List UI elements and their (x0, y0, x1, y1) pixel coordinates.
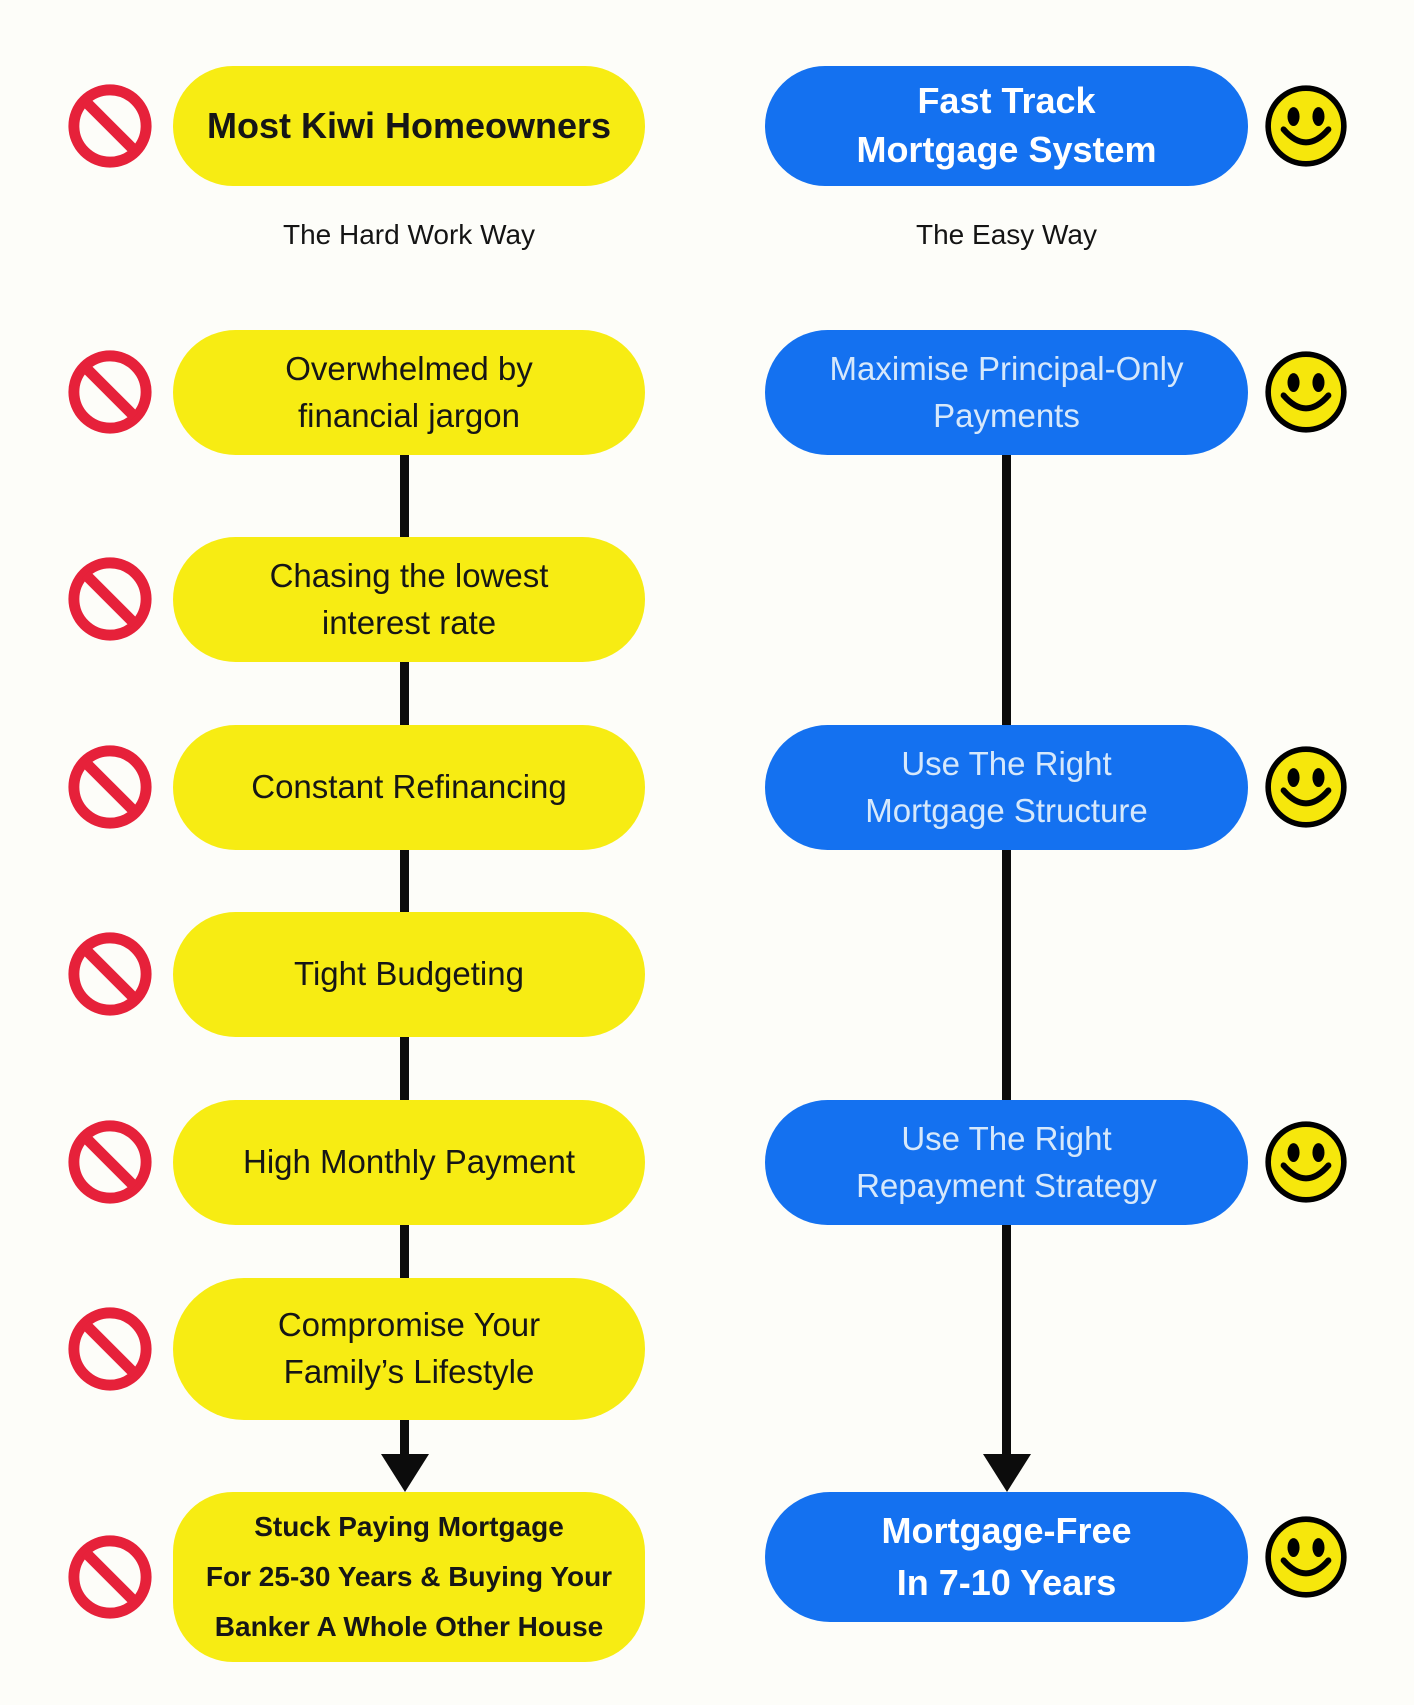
smiley-icon (1263, 349, 1349, 435)
left-step-pill: Compromise Your Family’s Lifestyle (173, 1278, 645, 1420)
down-arrow-icon (381, 1454, 429, 1492)
no-entry-icon (68, 1307, 152, 1391)
no-entry-icon (68, 932, 152, 1016)
smiley-icon (1263, 1119, 1349, 1205)
connector-line (400, 455, 409, 537)
connector-line (400, 1225, 409, 1278)
no-entry-icon (68, 1535, 152, 1619)
connector-line (400, 662, 409, 725)
left-step-pill: Overwhelmed by financial jargon (173, 330, 645, 455)
left-step-pill: Tight Budgeting (173, 912, 645, 1037)
no-entry-icon (68, 557, 152, 641)
smiley-icon (1263, 83, 1349, 169)
left-step-pill: Constant Refinancing (173, 725, 645, 850)
no-entry-icon (68, 84, 152, 168)
down-arrow-icon (983, 1454, 1031, 1492)
down-arrow-shaft (400, 1420, 409, 1456)
right-subtitle: The Easy Way (915, 219, 1097, 250)
no-entry-icon (68, 350, 152, 434)
left-step-pill: Chasing the lowest interest rate (173, 537, 645, 662)
left-final-pill: Stuck Paying Mortgage For 25-30 Years & … (173, 1492, 645, 1662)
connector-line (1002, 850, 1011, 1100)
no-entry-icon (68, 1120, 152, 1204)
smiley-icon (1263, 1514, 1349, 1600)
down-arrow-shaft (1002, 1225, 1011, 1454)
right-step-pill: Maximise Principal-Only Payments (765, 330, 1248, 455)
right-final-pill: Mortgage-Free In 7-10 Years (765, 1492, 1248, 1622)
right-step-pill: Use The Right Repayment Strategy (765, 1100, 1248, 1225)
connector-line (1002, 455, 1011, 725)
connector-line (400, 1037, 409, 1100)
right-header-pill: Fast Track Mortgage System (765, 66, 1248, 186)
no-entry-icon (68, 745, 152, 829)
smiley-icon (1263, 744, 1349, 830)
left-step-pill: High Monthly Payment (173, 1100, 645, 1225)
connector-line (400, 850, 409, 912)
left-subtitle: The Hard Work Way (282, 219, 536, 250)
left-header-pill: Most Kiwi Homeowners (173, 66, 645, 186)
right-step-pill: Use The Right Mortgage Structure (765, 725, 1248, 850)
